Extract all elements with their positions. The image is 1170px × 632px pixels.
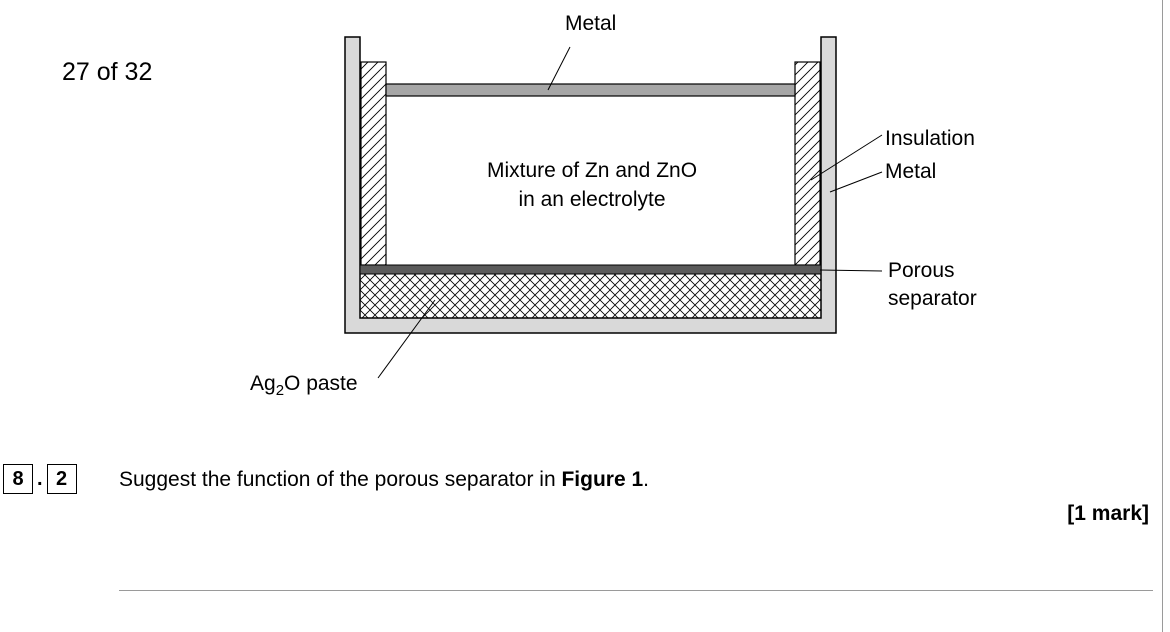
question-number-dot: . (37, 467, 43, 490)
label-mixture-line2: in an electrolyte (518, 188, 665, 211)
question-number: 8 . 2 (3, 463, 77, 495)
leader-side-metal (829, 171, 883, 193)
label-insulation: Insulation (885, 127, 975, 150)
battery-cell-diagram: Metal Insulation Metal Mixture of Zn and… (250, 12, 977, 399)
metal-casing (344, 36, 837, 334)
label-top-metal: Metal (565, 12, 616, 35)
label-porous-line2: separator (888, 287, 977, 310)
question-text-after: . (643, 468, 649, 491)
question-text-before: Suggest the function of the porous separ… (119, 468, 562, 491)
label-porous-line1: Porous (888, 259, 955, 282)
question-text: Suggest the function of the porous separ… (119, 468, 649, 492)
leader-top-metal (547, 46, 571, 91)
label-side-metal: Metal (885, 160, 936, 183)
ag2o-paste (359, 273, 822, 319)
marks-allocation: [1 mark] (1067, 502, 1149, 525)
label-ag2o-paste: Ag2O paste (250, 372, 358, 399)
leader-insulation (810, 134, 883, 181)
question-number-minor: 2 (46, 464, 77, 494)
leader-porous (819, 269, 883, 272)
insulation-right (794, 61, 821, 266)
label-mixture-line1: Mixture of Zn and ZnO (487, 159, 697, 182)
page-counter: 27 of 32 (62, 58, 153, 86)
answer-line[interactable] (119, 590, 1153, 591)
leader-paste (377, 299, 436, 379)
question-figure-ref: Figure 1 (561, 468, 644, 491)
insulation-left (360, 61, 387, 266)
porous-separator (359, 264, 822, 275)
top-metal-plate (385, 83, 796, 97)
margin-rule (1162, 0, 1163, 632)
question-number-major: 8 (3, 464, 33, 494)
